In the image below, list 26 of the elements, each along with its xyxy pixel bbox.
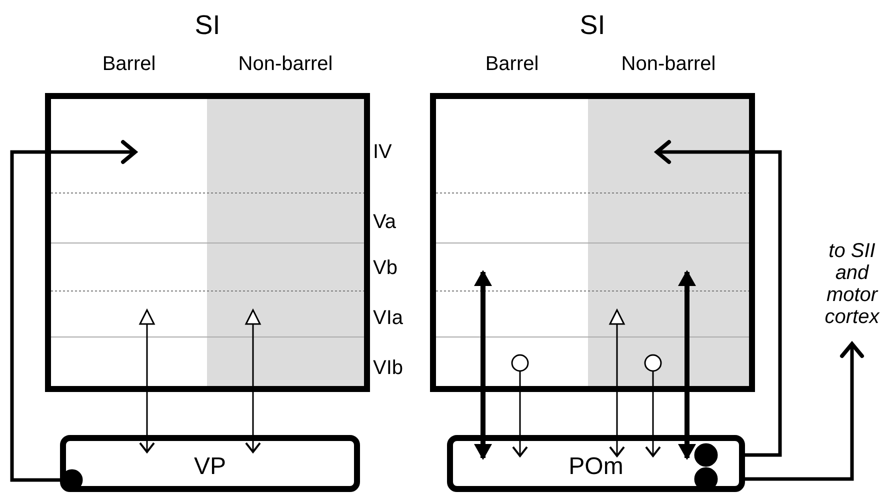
column-heading: Barrel: [485, 52, 539, 76]
panel-title: SI: [580, 10, 606, 40]
layer-label: VIb: [373, 356, 404, 380]
arrow: [645, 371, 661, 457]
panel-title: SI: [194, 10, 220, 40]
arrow: [10, 140, 137, 482]
layer-label: IV: [373, 140, 392, 164]
layer-label: Vb: [373, 256, 398, 280]
layer-label: Va: [373, 210, 396, 234]
arrow: [245, 309, 261, 453]
target-note: to SII and motor cortex: [812, 240, 892, 328]
arrow: [512, 371, 528, 457]
arrow: [678, 270, 696, 460]
arrow: [609, 309, 625, 457]
layer-label: VIa: [373, 306, 404, 330]
nucleus-label: VP: [194, 453, 226, 481]
arrow: [745, 342, 864, 481]
arrow: [474, 270, 492, 460]
column-heading: Barrel: [102, 52, 156, 76]
arrow: [139, 309, 155, 453]
arrow: [655, 140, 782, 457]
column-heading: Non-barrel: [621, 52, 716, 76]
column-heading: Non-barrel: [238, 52, 333, 76]
nucleus-box: [60, 435, 360, 492]
nucleus-label: POm: [568, 453, 624, 481]
nucleus-box: [447, 435, 745, 492]
